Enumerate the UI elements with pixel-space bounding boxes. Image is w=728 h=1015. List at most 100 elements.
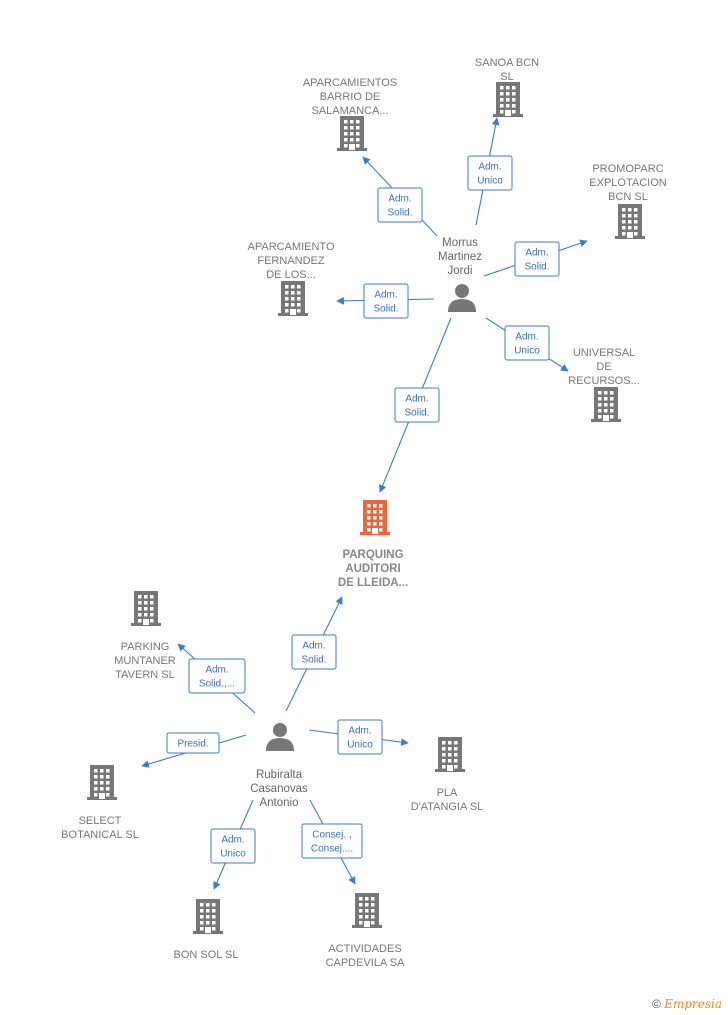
edge-label-text: Consej.... xyxy=(311,844,353,855)
edge-label-text: Adm. xyxy=(478,162,501,173)
edge-morrus-aparcamiento-fernandez-label[interactable]: Adm.Solid. xyxy=(363,283,409,319)
company-sanoa[interactable]: SANOA BCN SL xyxy=(475,57,539,117)
building-icon xyxy=(278,281,308,316)
edge-label-text: Solid. xyxy=(373,304,398,315)
node-label: PLA D'ATANGIA SL xyxy=(411,787,484,813)
edge-label-text: Adm. xyxy=(515,332,538,343)
edge-label-text: Adm. xyxy=(221,835,244,846)
node-label-line: BARRIO DE xyxy=(320,91,381,103)
node-label-line: CAPDEVILA SA xyxy=(326,957,406,969)
edge-rubiralta-parking-muntaner-label[interactable]: Adm. Solid.,... xyxy=(188,658,246,694)
node-label-line: SELECT xyxy=(79,815,122,827)
node-label-line: SANOA BCN xyxy=(475,57,539,69)
node-label-line: AUDITORI xyxy=(345,563,400,575)
building-icon xyxy=(493,82,523,117)
edge-morrus-focus-label[interactable]: Adm.Solid. xyxy=(394,387,440,423)
edge-label-text: Unico xyxy=(514,346,540,357)
edge-label-box xyxy=(394,387,440,423)
company-actividades-capdevila[interactable]: ACTIVIDADES CAPDEVILA SA xyxy=(326,893,406,969)
node-label-line: FERNANDEZ xyxy=(257,255,325,267)
node-label-line: DE LLEIDA... xyxy=(338,577,408,589)
node-label: ACTIVIDADES CAPDEVILA SA xyxy=(326,943,406,969)
node-label-line: D'ATANGIA SL xyxy=(411,801,484,813)
edge-label-text: Solid. xyxy=(524,262,549,273)
edge-label-text: Adm. xyxy=(205,665,228,676)
node-label-line: RECURSOS... xyxy=(568,375,640,387)
building-icon xyxy=(193,899,223,934)
edge-label-box xyxy=(514,241,560,277)
node-label-line: Morrus xyxy=(442,237,478,249)
edge-labels-layer: Adm.UnicoAdm.Solid.Adm.Solid.Adm.Solid.A… xyxy=(166,155,560,864)
node-label-line: MUNTANER xyxy=(114,655,176,667)
node-label-line: BOTANICAL SL xyxy=(61,829,139,841)
edge-label-text: Adm. xyxy=(388,194,411,205)
edge-label-text: Solid.,... xyxy=(199,679,235,690)
node-label-line: Rubiralta xyxy=(256,769,303,781)
building-icon xyxy=(87,765,117,800)
edge-label-text: Solid. xyxy=(301,655,326,666)
node-label-line: PLA xyxy=(437,787,458,799)
node-label: SELECT BOTANICAL SL xyxy=(61,815,139,841)
edge-label-text: Unico xyxy=(477,176,503,187)
edge-label-box xyxy=(301,823,363,859)
building-icon xyxy=(435,737,465,772)
edge-rubiralta-select-botanical-label[interactable]: Presid. xyxy=(166,732,220,754)
node-label-line: PARQUING xyxy=(342,549,403,561)
edge-label-text: Adm. xyxy=(525,248,548,259)
node-label-line: SL xyxy=(500,71,513,83)
edge-rubiralta-pla-atangia-label[interactable]: Adm.Unico xyxy=(337,719,383,755)
edge-label-text: Presid. xyxy=(177,739,208,750)
person-icon xyxy=(266,723,294,751)
company-select-botanical[interactable]: SELECT BOTANICAL SL xyxy=(61,765,139,841)
edge-rubiralta-bon-sol-label[interactable]: Adm. Unico xyxy=(210,828,256,864)
node-label-line: Martinez xyxy=(438,251,482,263)
node-label: SANOA BCN SL xyxy=(475,57,539,83)
copyright-icon: © xyxy=(652,997,661,1011)
edge-morrus-aparcamientos-barrio-label[interactable]: Adm.Solid. xyxy=(377,187,423,223)
company-universal[interactable]: UNIVERSAL DE RECURSOS... xyxy=(568,347,640,422)
footer: © Empresia xyxy=(652,997,722,1011)
person-icon xyxy=(448,284,476,312)
node-label-line: Antonio xyxy=(259,797,298,809)
edge-morrus-universal-label[interactable]: Adm. Unico xyxy=(504,325,550,361)
focus-company[interactable]: PARQUING AUDITORI DE LLEIDA... xyxy=(338,500,408,589)
node-label-line: UNIVERSAL xyxy=(573,347,635,359)
edge-label-text: Consej. , xyxy=(312,830,351,841)
node-label-line: ACTIVIDADES xyxy=(328,943,401,955)
edge-label-box xyxy=(210,828,256,864)
node-label-line: DE LOS... xyxy=(266,269,316,281)
node-label: UNIVERSAL DE RECURSOS... xyxy=(568,347,640,387)
building-icon xyxy=(615,204,645,239)
edge-rubiralta-focus-label[interactable]: Adm.Solid. xyxy=(291,634,337,670)
edge-label-box xyxy=(337,719,383,755)
building-icon xyxy=(337,116,367,151)
building-icon xyxy=(352,893,382,928)
node-label-line: EXPLOTACION xyxy=(589,177,666,189)
node-label-line: BCN SL xyxy=(608,191,648,203)
brand-logo-text[interactable]: Empresia xyxy=(664,997,722,1011)
edge-label-text: Adm. xyxy=(348,726,371,737)
edge-rubiralta-actividades-capdevila-label[interactable]: Consej. , Consej.... xyxy=(301,823,363,859)
node-label-line: DE xyxy=(596,361,611,373)
edge-morrus-promoparc-label[interactable]: Adm. Solid. xyxy=(514,241,560,277)
edge-label-text: Unico xyxy=(220,849,246,860)
company-bon-sol[interactable]: BON SOL SL xyxy=(173,899,239,961)
edge-morrus-sanoa-label[interactable]: Adm. Unico xyxy=(467,155,513,191)
edge-label-box xyxy=(377,187,423,223)
node-label-line: SALAMANCA... xyxy=(311,105,388,117)
node-label: BON SOL SL xyxy=(173,949,238,961)
building-icon xyxy=(591,387,621,422)
company-pla-atangia[interactable]: PLA D'ATANGIA SL xyxy=(411,737,484,813)
